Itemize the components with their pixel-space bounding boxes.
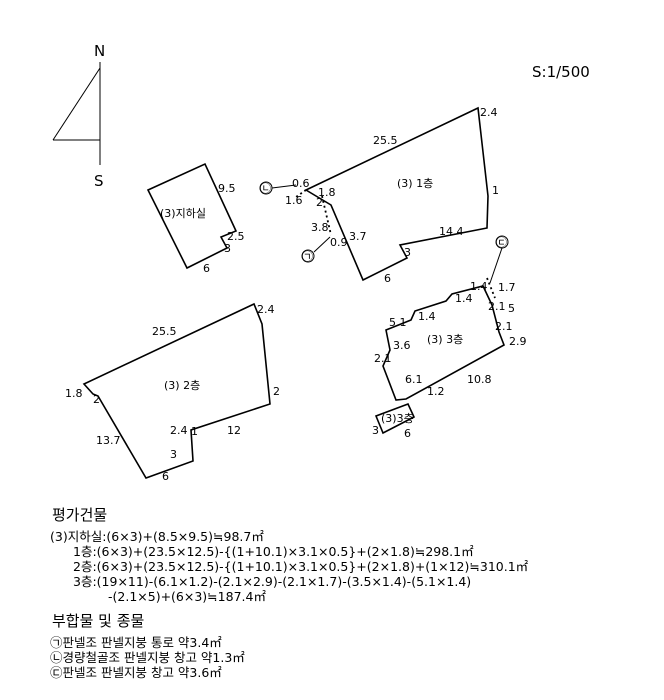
floor2-dim: 2.4 — [257, 303, 275, 316]
floor1-dim: 3.7 — [349, 230, 367, 243]
marker-b: ㉡ — [260, 182, 271, 195]
floor2-dim: 1 — [191, 425, 198, 438]
area-line-basement: (3)지하실:(6×3)+(8.5×9.5)≒98.7㎡ — [50, 529, 264, 544]
south-label: S — [94, 172, 104, 190]
floor1-dim: 1 — [492, 184, 499, 197]
floor2-outline: (3) 2층 25.5 2.4 2 12 2.4 1 3 6 13.7 1.8 … — [65, 302, 280, 483]
basement-dim: 2.5 — [227, 230, 245, 243]
floor3-dim: 1.2 — [427, 385, 445, 398]
floor2-dim: 2 — [93, 393, 100, 406]
floor1-outline: (3) 1층 25.5 2.4 1 14.4 3 6 3.7 0.6 1.8 1… — [271, 106, 499, 285]
floor3-dim: 1.4 — [455, 292, 473, 305]
basement-dim: 9.5 — [218, 182, 236, 195]
area-line-floor3: 3층:(19×11)-(6.1×1.2)-(2.1×2.9)-(2.1×1.7)… — [73, 574, 472, 589]
area-line-floor2: 2층:(6×3)+(23.5×12.5)-{(1+10.1)×3.1×0.5}+… — [73, 559, 529, 574]
floor3-dim: 2.1 — [488, 300, 506, 313]
calculation-legend: 평가건물 (3)지하실:(6×3)+(8.5×9.5)≒98.7㎡ 1층:(6×… — [50, 500, 650, 680]
floor3-outline: (3) 3층 1.4 1.4 1.7 2.1 5 2.1 2.9 10.8 1.… — [374, 247, 527, 401]
floor3-dim: 1.4 — [470, 280, 488, 293]
floor3-dim: 3.6 — [393, 339, 411, 352]
floor3-dim: 2.1 — [374, 352, 392, 365]
floor3-dim: 1.4 — [418, 310, 436, 323]
accessories-heading: 부합물 및 종물 — [52, 612, 145, 630]
floor2-dim: 2.4 — [170, 424, 188, 437]
accessory-item: ㉢판넬조 판넬지붕 창고 약3.6㎡ — [50, 665, 222, 680]
floor2-dim: 3 — [170, 448, 177, 461]
basement-title: (3)지하실 — [160, 206, 206, 220]
floor1-dim: 1.6 — [285, 194, 303, 207]
floor1-dim: 0.9 — [330, 236, 348, 249]
floor3-dim: 5 — [508, 302, 515, 315]
marker-c: ㉢ — [496, 236, 507, 249]
accessory-item: ㉠판넬조 판넬지붕 통로 약3.4㎡ — [50, 635, 222, 650]
floor3-dim: 2.9 — [509, 335, 527, 348]
floor3-dim: 2.1 — [495, 320, 513, 333]
floor2-dim: 13.7 — [96, 434, 121, 447]
floor2-dim: 25.5 — [152, 325, 177, 338]
floor3-annex-title: (3)3층 — [381, 412, 414, 425]
floor1-dim: 3.8 — [311, 221, 329, 234]
floor1-dim: 14.4 — [439, 225, 464, 238]
accessory-item: ㉡경량철골조 판넬지붕 창고 약1.3㎡ — [50, 650, 245, 665]
north-label: N — [94, 42, 105, 60]
site-plan: S:1/500 N S (3)지하실 9.5 2.5 3 6 (3) 1층 25… — [52, 42, 590, 483]
floor1-dim: 3 — [404, 246, 411, 259]
floor2-dim: 12 — [227, 424, 241, 437]
floor1-dim: 2.4 — [480, 106, 498, 119]
floor1-dim: 6 — [384, 272, 391, 285]
floor1-dim: 0.6 — [292, 177, 310, 190]
floor1-dim: 25.5 — [373, 134, 398, 147]
floor1-dim: 2 — [316, 196, 323, 209]
evaluated-buildings-heading: 평가건물 — [52, 506, 108, 524]
area-line-floor1: 1층:(6×3)+(23.5×12.5)-{(1+10.1)×3.1×0.5}+… — [73, 544, 474, 559]
floor2-dim: 2 — [273, 385, 280, 398]
basement-dim: 3 — [224, 242, 231, 255]
marker-a: ㉠ — [302, 250, 313, 263]
floor2-title: (3) 2층 — [164, 379, 200, 392]
floor3-dim: 1.7 — [498, 281, 516, 294]
floor3-dim: 6.1 — [405, 373, 423, 386]
floor3-annex-dim: 3 — [372, 424, 379, 437]
floor3-dim: 5.1 — [389, 316, 407, 329]
scale-label: S:1/500 — [532, 63, 590, 81]
floor3-title: (3) 3층 — [427, 333, 463, 346]
floor1-dim: 1.8 — [318, 186, 336, 199]
floor3-annex-dim: 6 — [404, 427, 411, 440]
basement-dim: 6 — [203, 262, 210, 275]
floor1-title: (3) 1층 — [397, 177, 433, 190]
north-arrow: N S — [52, 42, 105, 190]
floor3-dim: 10.8 — [467, 373, 492, 386]
floor2-dim: 6 — [162, 470, 169, 483]
floor2-dim: 1.8 — [65, 387, 83, 400]
area-line-floor3-cont: -(2.1×5)+(6×3)≒187.4㎡ — [108, 589, 266, 604]
basement-outline: (3)지하실 9.5 2.5 3 6 — [146, 162, 245, 275]
floor3-annex-outline: (3)3층 3 6 — [372, 402, 416, 440]
